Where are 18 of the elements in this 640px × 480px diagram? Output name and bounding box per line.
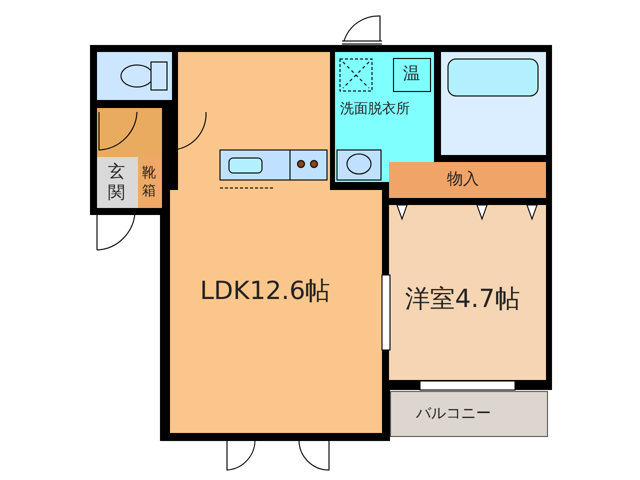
balcony bbox=[390, 391, 548, 437]
water-heater-box bbox=[393, 58, 431, 92]
washroom bbox=[335, 52, 434, 182]
living-dining-kitchen bbox=[170, 190, 382, 433]
closet bbox=[389, 162, 546, 198]
room-label: 洋室4.7帖 bbox=[405, 285, 520, 312]
room-label: バルコニー bbox=[416, 405, 491, 422]
shoe-cabinet bbox=[138, 157, 162, 208]
room-label: 洗面脱衣所 bbox=[340, 102, 410, 118]
room-label: LDK12.6帖 bbox=[200, 277, 330, 304]
room-label: 玄関 bbox=[108, 162, 125, 204]
entrance bbox=[97, 157, 138, 208]
room-label: 靴箱 bbox=[142, 165, 156, 200]
room-label: 温 bbox=[403, 65, 420, 84]
bathroom bbox=[441, 52, 546, 155]
western-room bbox=[389, 205, 546, 380]
room-label: 物入 bbox=[447, 170, 479, 188]
toilet-room bbox=[97, 52, 172, 100]
